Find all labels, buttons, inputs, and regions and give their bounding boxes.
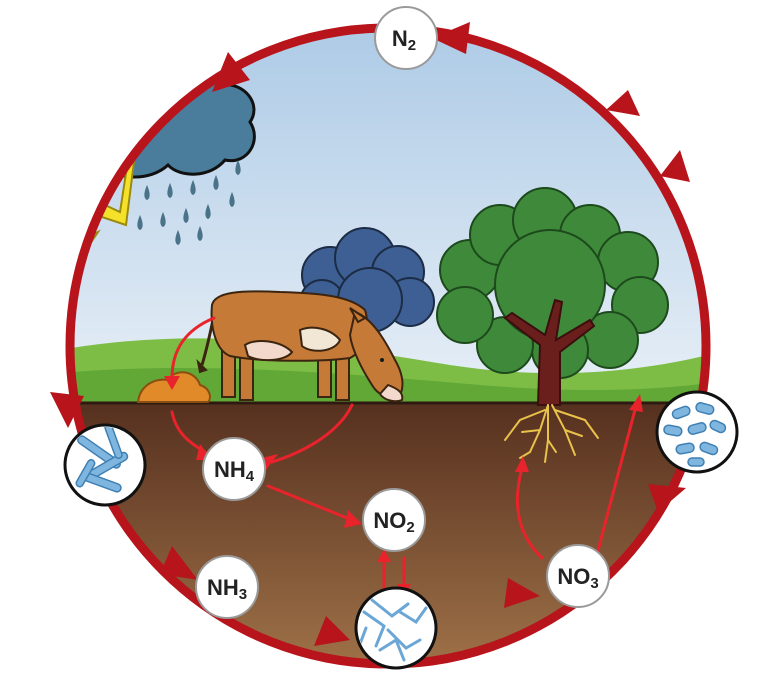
node-no2-main: NO — [373, 508, 406, 533]
raindrops — [137, 160, 241, 245]
manure-pile — [136, 371, 211, 403]
arrowhead — [629, 394, 643, 412]
cow-to-nh4-arrow — [270, 403, 354, 464]
arrowhead — [344, 510, 362, 528]
svg-text:N2: N2 — [392, 26, 416, 54]
svg-text:NO3: NO3 — [557, 564, 598, 592]
fixing-bacteria-icon — [63, 423, 147, 507]
arrowhead — [262, 454, 278, 470]
node-no3-main: NO — [557, 564, 590, 589]
cow — [196, 290, 404, 403]
no3-to-bacteria-arrow — [594, 404, 638, 560]
ring-arrow — [50, 392, 84, 428]
svg-text:NO2: NO2 — [373, 508, 414, 536]
node-nh3-main: NH — [207, 575, 239, 600]
arrowhead — [377, 549, 391, 562]
node-n2-main: N — [392, 26, 408, 51]
ring-arrow — [660, 150, 690, 182]
svg-text:NH4: NH4 — [214, 457, 255, 485]
tree-foliage — [436, 187, 669, 379]
node-nh4: NH4 — [202, 437, 266, 501]
node-n2: N2 — [374, 6, 438, 70]
ring-arrow — [606, 90, 640, 116]
node-no2-sub: 2 — [406, 519, 414, 536]
ring-arrow — [432, 22, 470, 54]
node-nh3-sub: 3 — [239, 586, 247, 603]
arrowhead — [164, 376, 180, 390]
node-nh4-main: NH — [214, 457, 246, 482]
node-n2-sub: 2 — [408, 37, 416, 54]
tree-trunk — [503, 298, 596, 406]
nh4-to-no2-arrow — [266, 484, 354, 522]
node-nh4-sub: 4 — [246, 468, 255, 485]
ring-arrow — [648, 484, 686, 512]
ring-arrow — [504, 578, 540, 608]
svg-text:NH3: NH3 — [207, 575, 247, 603]
ring-arrow — [212, 52, 250, 92]
ring-arrow — [160, 546, 198, 580]
tree-roots — [504, 404, 599, 463]
no3-to-roots-arrow — [515, 466, 544, 560]
node-nh3: NH3 — [195, 555, 259, 619]
node-no3-sub: 3 — [590, 575, 598, 592]
process-arrowheads — [164, 376, 643, 597]
cow-to-manure-arrow — [170, 316, 216, 380]
node-no3: NO3 — [546, 544, 610, 608]
nitrifying-bacteria-icon — [354, 586, 438, 670]
arrowhead — [515, 456, 529, 472]
node-no2: NO2 — [362, 488, 426, 552]
ring-arrow — [314, 616, 350, 646]
ring-arrows — [50, 22, 690, 646]
denitrifying-bacteria-icon — [655, 390, 739, 474]
tree — [436, 187, 669, 406]
